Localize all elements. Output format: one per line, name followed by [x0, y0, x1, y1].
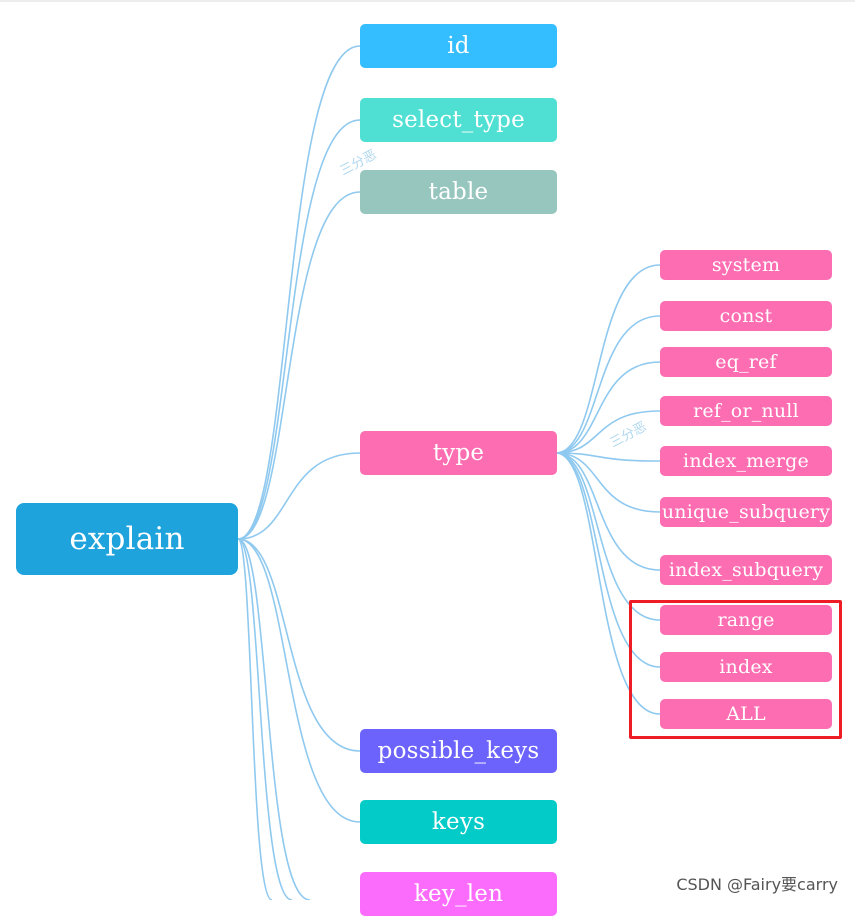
connector-line [555, 452, 661, 571]
top-border [0, 0, 855, 2]
connector-line [237, 538, 293, 900]
type-node-system[interactable]: system [660, 250, 832, 280]
column-node-keys[interactable]: keys [360, 800, 557, 844]
connector-line [237, 119, 361, 540]
connector-line [555, 452, 661, 621]
root-node-explain[interactable]: explain [16, 503, 238, 575]
column-node-table[interactable]: table [360, 170, 557, 214]
type-node-ref-or-null[interactable]: ref_or_null [660, 396, 832, 426]
type-node-index-subquery[interactable]: index_subquery [660, 555, 832, 585]
connector-line [555, 452, 661, 513]
type-node-all[interactable]: ALL [660, 699, 832, 729]
type-node-index[interactable]: index [660, 652, 832, 682]
column-node-id[interactable]: id [360, 24, 557, 68]
column-node-key-len[interactable]: key_len [360, 872, 557, 916]
connector-line [555, 452, 661, 462]
column-node-type[interactable]: type [360, 431, 557, 475]
connector-line [555, 452, 661, 715]
connector-line [555, 452, 661, 668]
connector-line [237, 538, 361, 752]
connector-line [237, 45, 361, 540]
connector-line [555, 264, 661, 454]
column-node-select-type[interactable]: select_type [360, 98, 557, 142]
connector-line [237, 452, 361, 540]
column-node-possible-keys[interactable]: possible_keys [360, 729, 557, 773]
connector-line [237, 538, 311, 900]
credit-text: CSDN @Fairy要carry [676, 875, 838, 894]
connector-line [555, 361, 661, 454]
type-node-const[interactable]: const [660, 301, 832, 331]
connector-line [237, 538, 273, 900]
connector-line [555, 315, 661, 454]
type-node-unique-subquery[interactable]: unique_subquery [660, 497, 832, 527]
type-node-range[interactable]: range [660, 605, 832, 635]
connector-line [237, 191, 361, 540]
type-node-index-merge[interactable]: index_merge [660, 446, 832, 476]
highlight-box [629, 600, 842, 739]
connector-line [237, 538, 361, 823]
connector-line [555, 410, 661, 454]
type-node-eq-ref[interactable]: eq_ref [660, 347, 832, 377]
